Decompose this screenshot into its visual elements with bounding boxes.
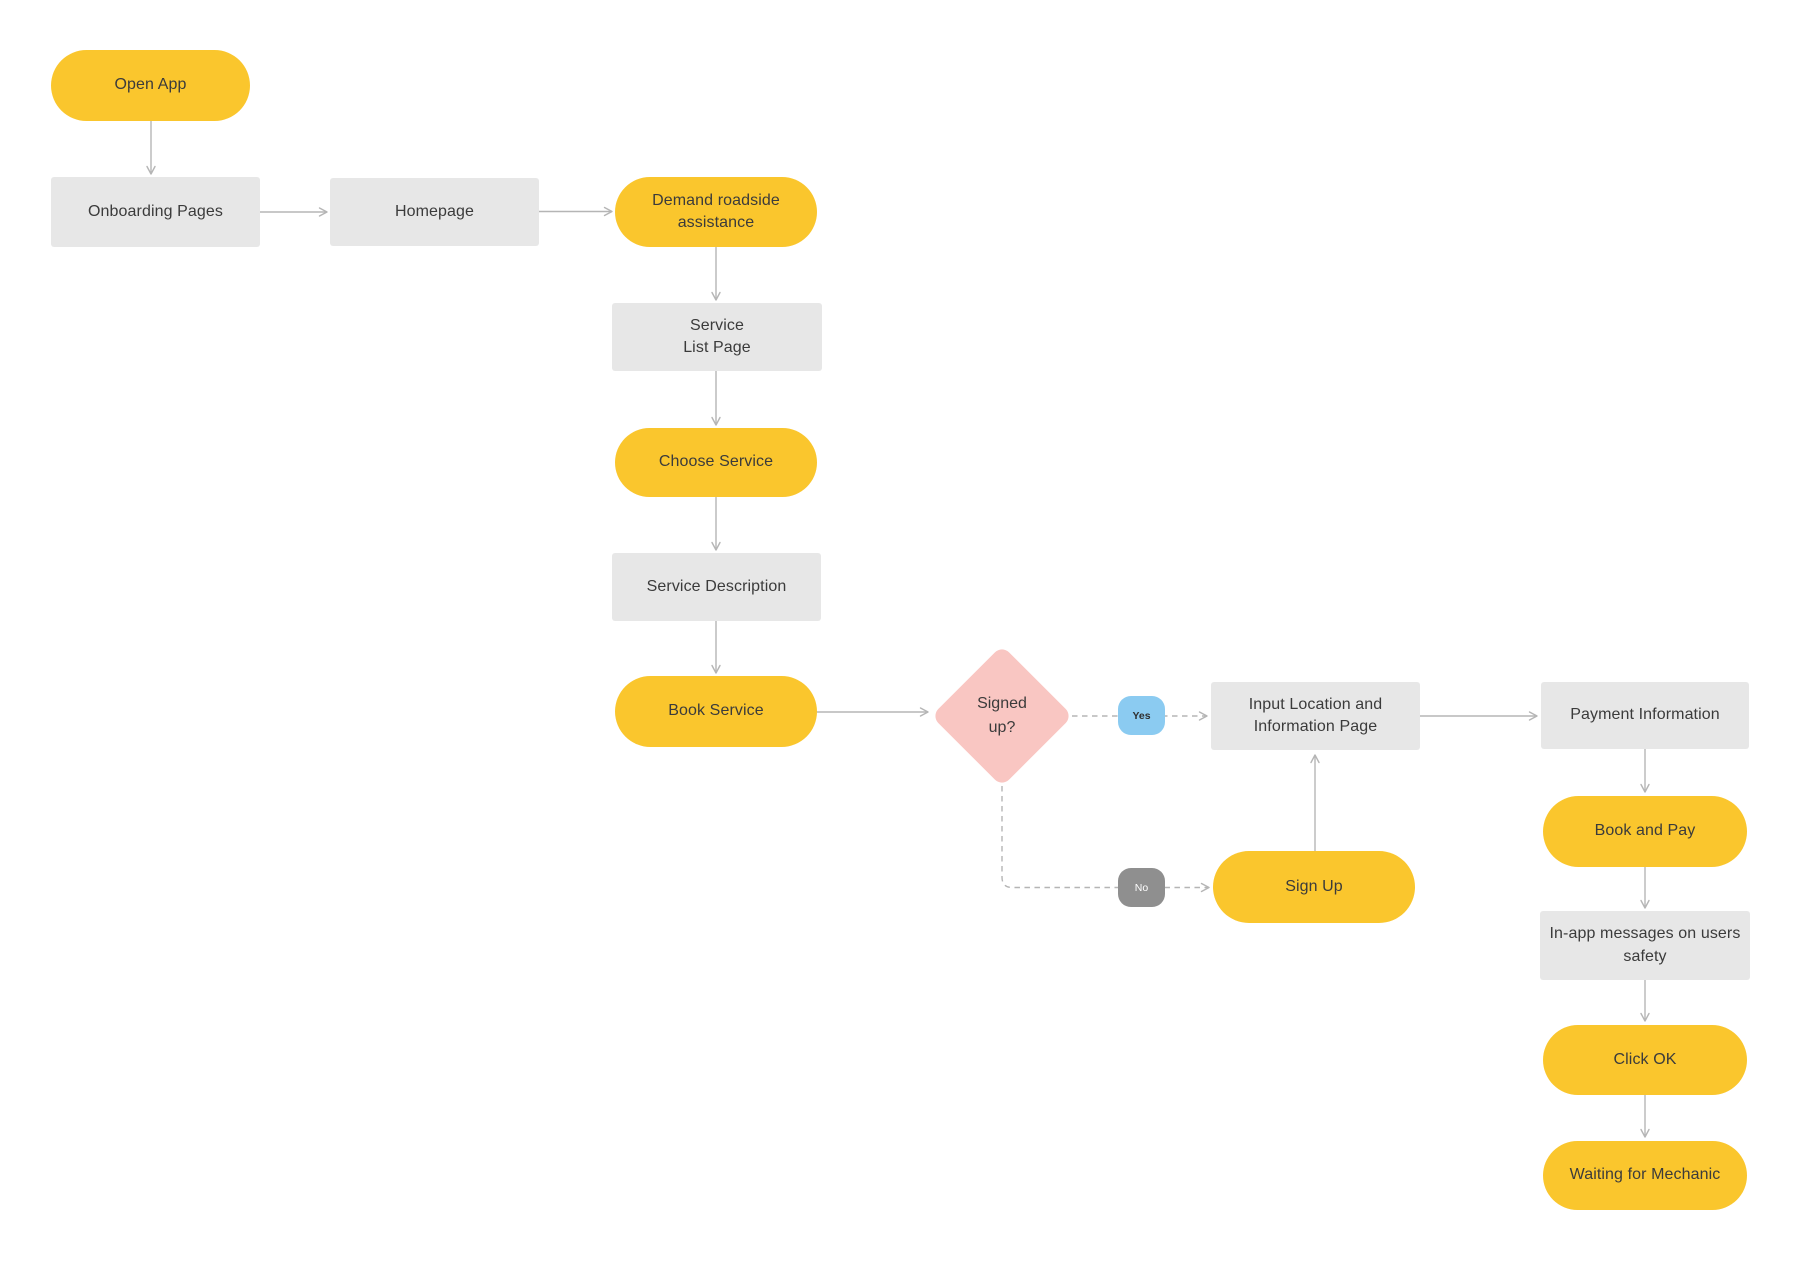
node-payment-information: Payment Information [1541,682,1749,749]
node-sign-up: Sign Up [1213,851,1415,923]
node-homepage: Homepage [330,178,539,246]
node-waiting-for-mechanic: Waiting for Mechanic [1543,1141,1747,1210]
edge-label-no: No [1118,868,1165,907]
node-book-service: Book Service [615,676,817,747]
node-input-location-information-page: Input Location and Information Page [1211,682,1420,750]
node-signed-up-decision: Signed up? [931,644,1073,787]
node-service-description: Service Description [612,553,821,621]
edge-signed-up-no-to-sign-up [1001,786,1210,893]
node-click-ok: Click OK [1543,1025,1747,1095]
node-choose-service: Choose Service [615,428,817,497]
edge-label-yes: Yes [1118,696,1165,735]
node-demand-roadside-assistance: Demand roadside assistance [615,177,817,247]
node-book-and-pay: Book and Pay [1543,796,1747,867]
decision-diamond-label: Signed up? [977,695,1027,736]
node-in-app-messages-safety: In-app messages on users safety [1540,911,1750,980]
node-onboarding-pages: Onboarding Pages [51,177,260,247]
node-service-list-page: Service List Page [612,303,822,371]
node-open-app: Open App [51,50,250,121]
